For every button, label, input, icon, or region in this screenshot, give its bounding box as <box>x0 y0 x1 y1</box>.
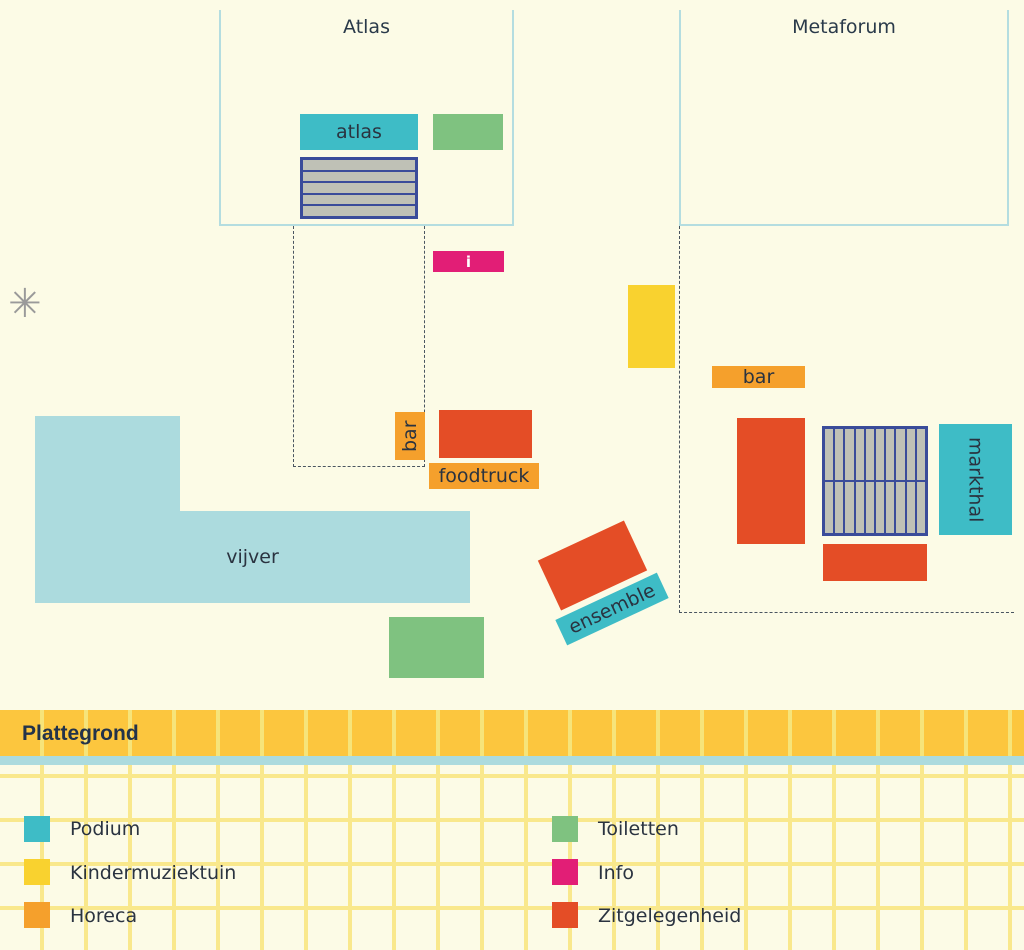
footer-title: Plattegrond <box>22 722 139 745</box>
legend-panel <box>0 765 1024 950</box>
atlas-stage-label: atlas <box>336 121 382 143</box>
bar-right-label: bar <box>742 366 775 388</box>
legend-label-toiletten: Toiletten <box>598 818 679 840</box>
legend-swatch-toiletten <box>552 816 578 842</box>
metaforum-market-area <box>679 226 1014 613</box>
legend-swatch-info <box>552 859 578 885</box>
pond-upper <box>35 416 180 516</box>
bar-left-label: bar <box>399 420 421 452</box>
markthal-stage[interactable]: markthal <box>939 424 1012 535</box>
toilets-atlas[interactable] <box>433 114 503 150</box>
star-compass-icon: ✳ <box>8 281 42 327</box>
legend-label-info: Info <box>598 862 634 884</box>
legend-label-horeca: Horeca <box>70 905 138 927</box>
atlas-terrace-area <box>293 226 425 467</box>
legend-label-zitgelegenheid: Zitgelegenheid <box>598 905 742 927</box>
legend-swatch-zitgelegenheid <box>552 902 578 928</box>
pond-label: vijver <box>226 546 279 568</box>
footer-title-bar <box>0 710 1024 756</box>
toilets-pond[interactable] <box>389 617 484 678</box>
legend-swatch-podium <box>24 816 50 842</box>
children-music-garden[interactable] <box>628 285 675 368</box>
seating-foodtruck <box>439 410 532 458</box>
seating-markthal-left <box>737 418 805 544</box>
seating-markthal-bottom <box>823 544 927 581</box>
legend-label-podium: Podium <box>70 818 141 840</box>
pond: vijver <box>35 511 470 603</box>
footer-divider <box>0 756 1024 765</box>
foodtruck-label: foodtruck <box>438 465 530 487</box>
markthal-label: markthal <box>964 436 987 523</box>
info-icon: i <box>465 252 472 271</box>
building-metaforum: Metaforum <box>679 10 1009 226</box>
foodtruck[interactable]: foodtruck <box>429 463 539 489</box>
seating-markthal <box>822 426 928 536</box>
seating-atlas <box>300 157 418 219</box>
legend-label-kindermuziektuin: Kindermuziektuin <box>70 862 237 884</box>
atlas-stage[interactable]: atlas <box>300 114 418 150</box>
bar-left[interactable]: bar <box>395 412 425 460</box>
building-metaforum-label: Metaforum <box>792 16 896 38</box>
legend-swatch-horeca <box>24 902 50 928</box>
building-atlas-label: Atlas <box>343 16 390 38</box>
bar-right[interactable]: bar <box>712 366 805 388</box>
info-point[interactable]: i <box>433 251 504 272</box>
building-atlas: Atlas <box>219 10 514 226</box>
legend-swatch-kindermuziektuin <box>24 859 50 885</box>
